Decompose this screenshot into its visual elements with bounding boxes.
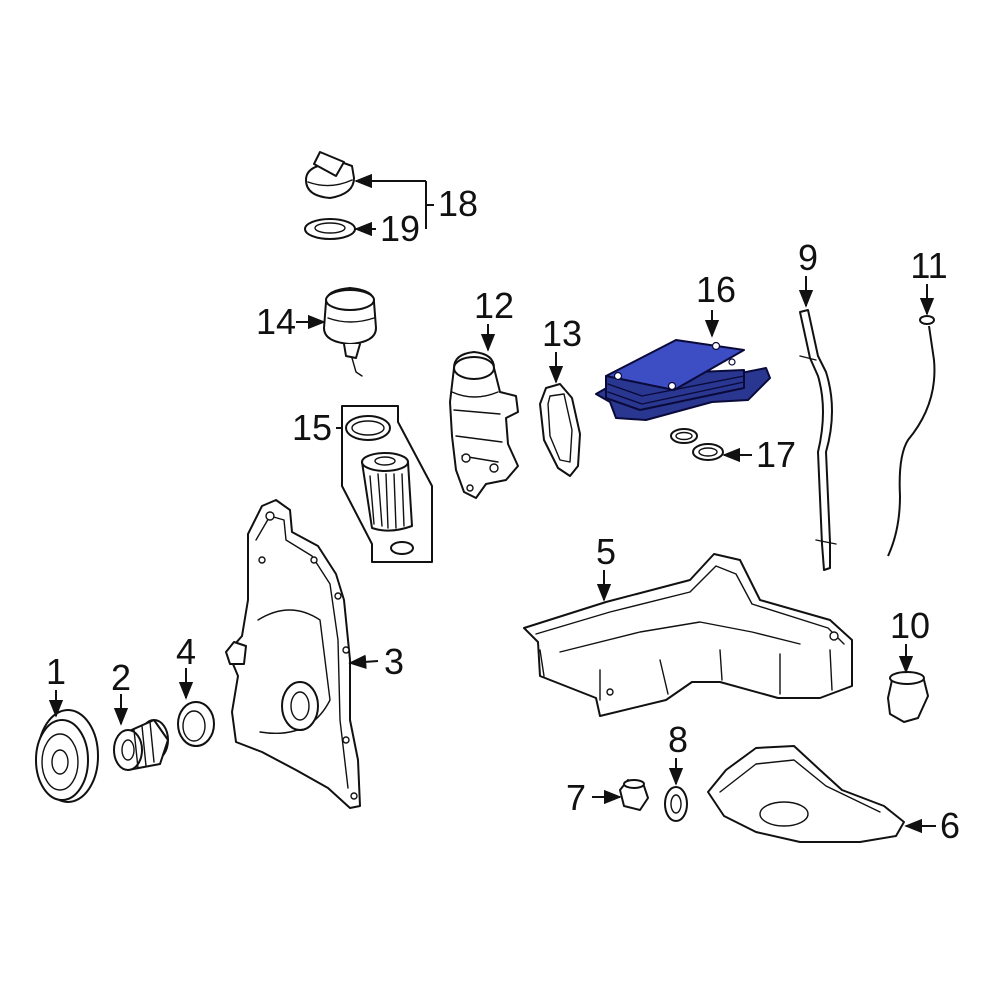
- timing-cover[interactable]: [225, 499, 361, 809]
- oil-cooler-seals[interactable]: [670, 428, 724, 461]
- callout-labels: 1 2 3 4 5 6 7 8 9 10 11 12 13 14 15 16 1…: [46, 183, 960, 846]
- callout-2: 2: [111, 657, 131, 698]
- callout-9: 9: [798, 237, 818, 278]
- front-crankshaft-seal[interactable]: [177, 701, 215, 747]
- crankshaft-pulley[interactable]: [35, 709, 99, 803]
- oil-pan-plug-large[interactable]: [887, 671, 929, 723]
- callout-17: 17: [756, 434, 796, 475]
- filter-housing-gasket[interactable]: [539, 383, 581, 477]
- oil-filter-housing[interactable]: [449, 351, 519, 499]
- callout-16: 16: [696, 269, 736, 310]
- filler-cap-seal[interactable]: [304, 218, 356, 240]
- oil-filter-kit[interactable]: [341, 405, 433, 563]
- filter-housing-cap[interactable]: [323, 287, 377, 377]
- callout-15: 15: [292, 407, 332, 448]
- oil-cooler[interactable]: [595, 339, 771, 421]
- callout-3: 3: [384, 641, 404, 682]
- callout-19: 19: [380, 208, 420, 249]
- callout-13: 13: [542, 313, 582, 354]
- callout-18: 18: [438, 183, 478, 224]
- callout-5: 5: [596, 531, 616, 572]
- callout-12: 12: [474, 285, 514, 326]
- callout-4: 4: [176, 631, 196, 672]
- callout-6: 6: [940, 805, 960, 846]
- callout-11: 11: [910, 245, 947, 286]
- callout-7: 7: [566, 777, 586, 818]
- drain-plug[interactable]: [619, 779, 649, 811]
- dipstick-tube[interactable]: [799, 309, 837, 571]
- oil-filler-cap[interactable]: [305, 151, 355, 199]
- lower-oil-pan[interactable]: [707, 745, 905, 843]
- drain-plug-seal[interactable]: [664, 786, 688, 822]
- callout-1: 1: [46, 651, 66, 692]
- callout-14: 14: [256, 301, 296, 342]
- dipstick[interactable]: [887, 315, 936, 557]
- callout-10: 10: [890, 605, 930, 646]
- crankshaft-hub[interactable]: [113, 719, 169, 771]
- leader-lines: [48, 173, 936, 834]
- upper-oil-pan[interactable]: [523, 553, 853, 717]
- callout-8: 8: [668, 719, 688, 760]
